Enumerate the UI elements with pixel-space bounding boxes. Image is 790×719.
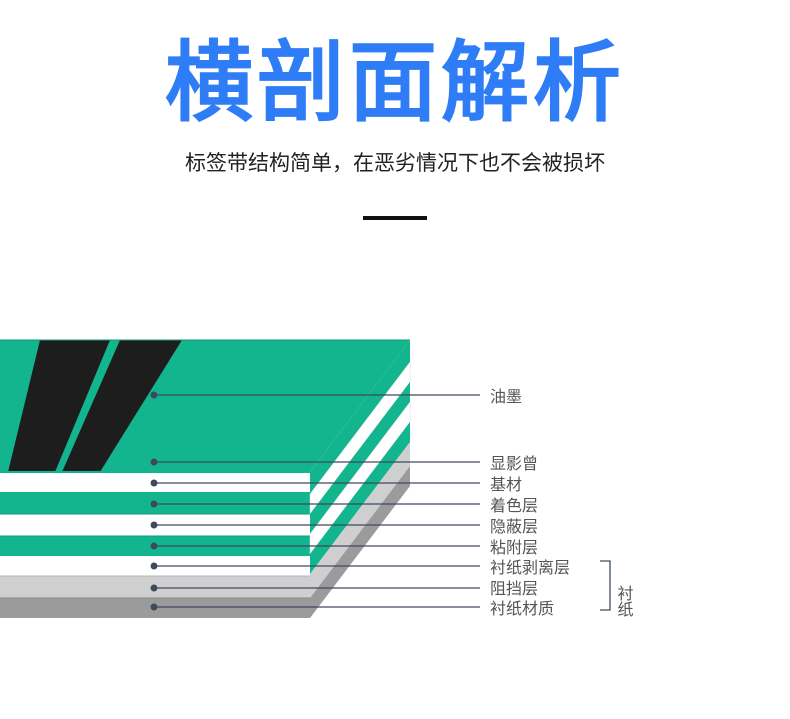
- layer-side-teal-2: [310, 422, 410, 574]
- label-color-layer: 着色层: [490, 496, 538, 515]
- ink-logo-mark: [8, 340, 110, 472]
- label-barrier-layer: 阻挡层: [490, 579, 538, 598]
- layer-side-teal-1: [310, 382, 410, 534]
- leader-lines: [150, 391, 480, 611]
- label-liner-material: 衬纸材质: [490, 599, 554, 618]
- layer-side-teal-top: [310, 340, 410, 494]
- label-developer: 显影曾: [490, 454, 538, 473]
- label-substrate: 基材: [490, 475, 522, 494]
- page-subtitle: 标签带结构简单，在恶劣情况下也不会被损坏: [185, 151, 605, 175]
- label-liner-release: 衬纸剥离层: [490, 558, 570, 577]
- page-title: 横剖面解析: [164, 31, 625, 134]
- layer-side-gray-light: [310, 442, 410, 598]
- ink-logo-mark-2: [62, 340, 182, 472]
- label-adhesive-layer: 粘附层: [490, 538, 538, 557]
- label-ink: 油墨: [490, 387, 522, 406]
- title-divider: [363, 216, 427, 220]
- label-hidden-layer: 隐蔽层: [490, 517, 538, 536]
- liner-group-label: 衬纸: [615, 585, 634, 618]
- liner-group-bracket: [600, 560, 611, 611]
